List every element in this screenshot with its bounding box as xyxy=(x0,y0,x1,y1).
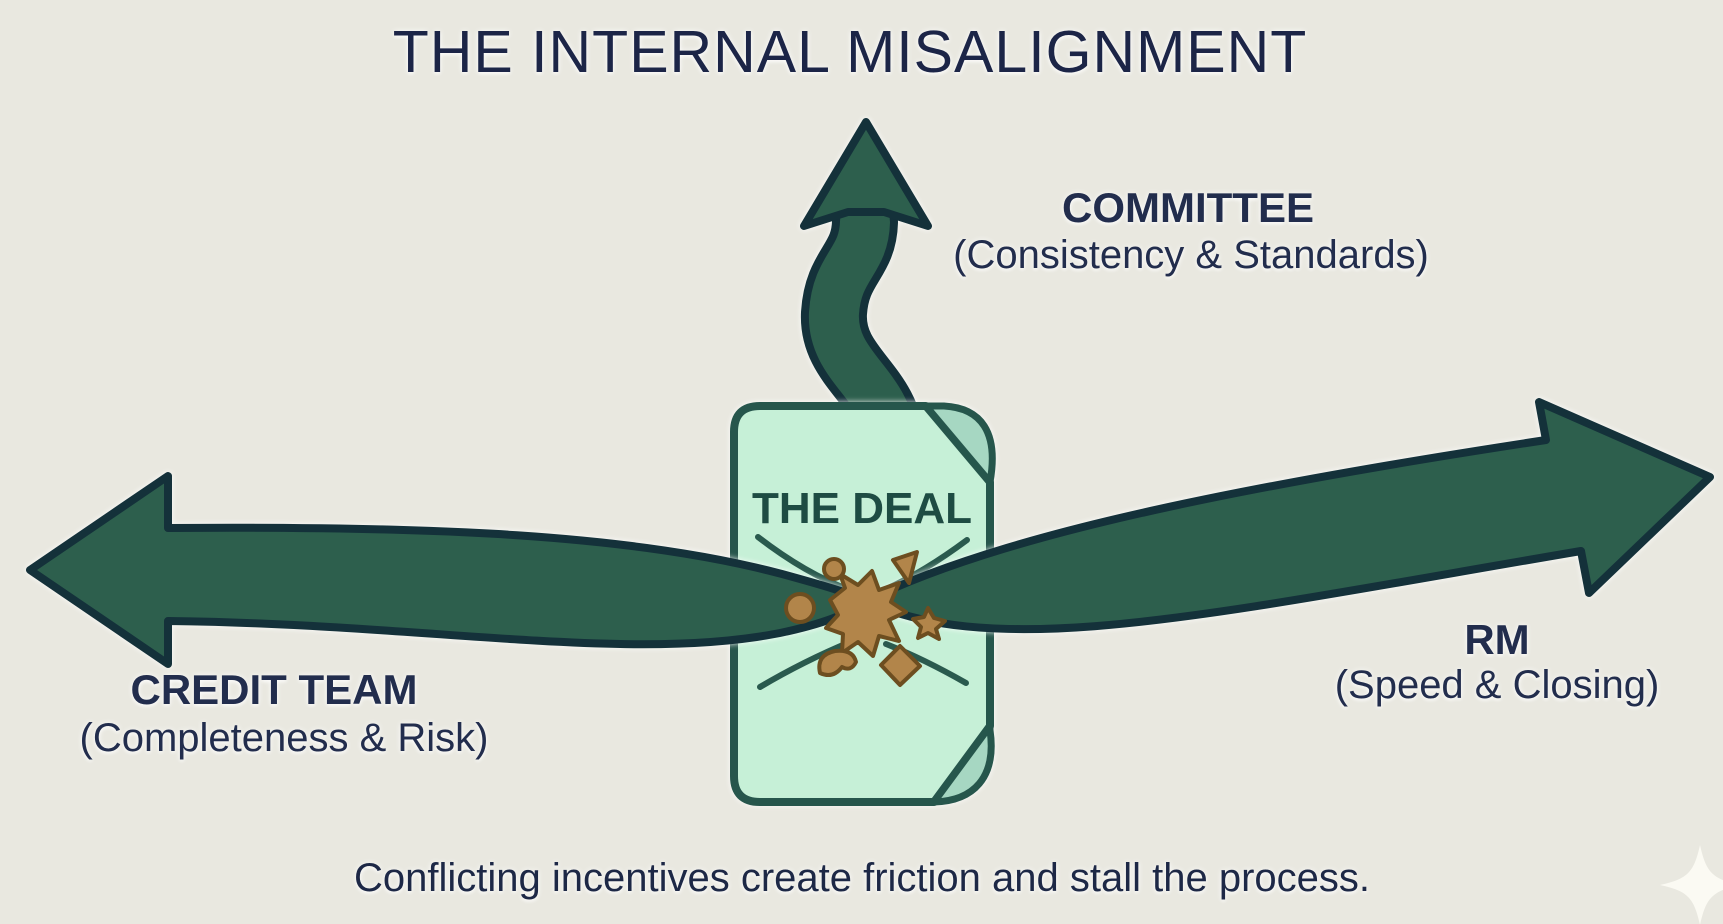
right-arrow-icon xyxy=(862,398,1714,634)
rm-label: RM xyxy=(1464,616,1530,663)
caption-text: Conflicting incentives create friction a… xyxy=(353,856,1371,900)
wavy-up-arrow-icon xyxy=(800,118,932,478)
committee-label: COMMITTEE xyxy=(1062,184,1314,231)
sparkle-icon xyxy=(1660,845,1723,924)
credit-team-label: CREDIT TEAM xyxy=(130,666,418,713)
committee-priority: (Consistency & Standards) xyxy=(953,233,1429,277)
deal-document-label: THE DEAL xyxy=(752,484,972,533)
rm-priority: (Speed & Closing) xyxy=(1334,663,1660,707)
credit-team-priority: (Completeness & Risk) xyxy=(79,716,489,760)
friction-splat-icon xyxy=(784,550,947,687)
folded-corner-top-icon xyxy=(922,402,996,486)
page-title: THE INTERNAL MISALIGNMENT xyxy=(392,19,1308,85)
folded-corner-bottom-icon xyxy=(930,722,995,806)
